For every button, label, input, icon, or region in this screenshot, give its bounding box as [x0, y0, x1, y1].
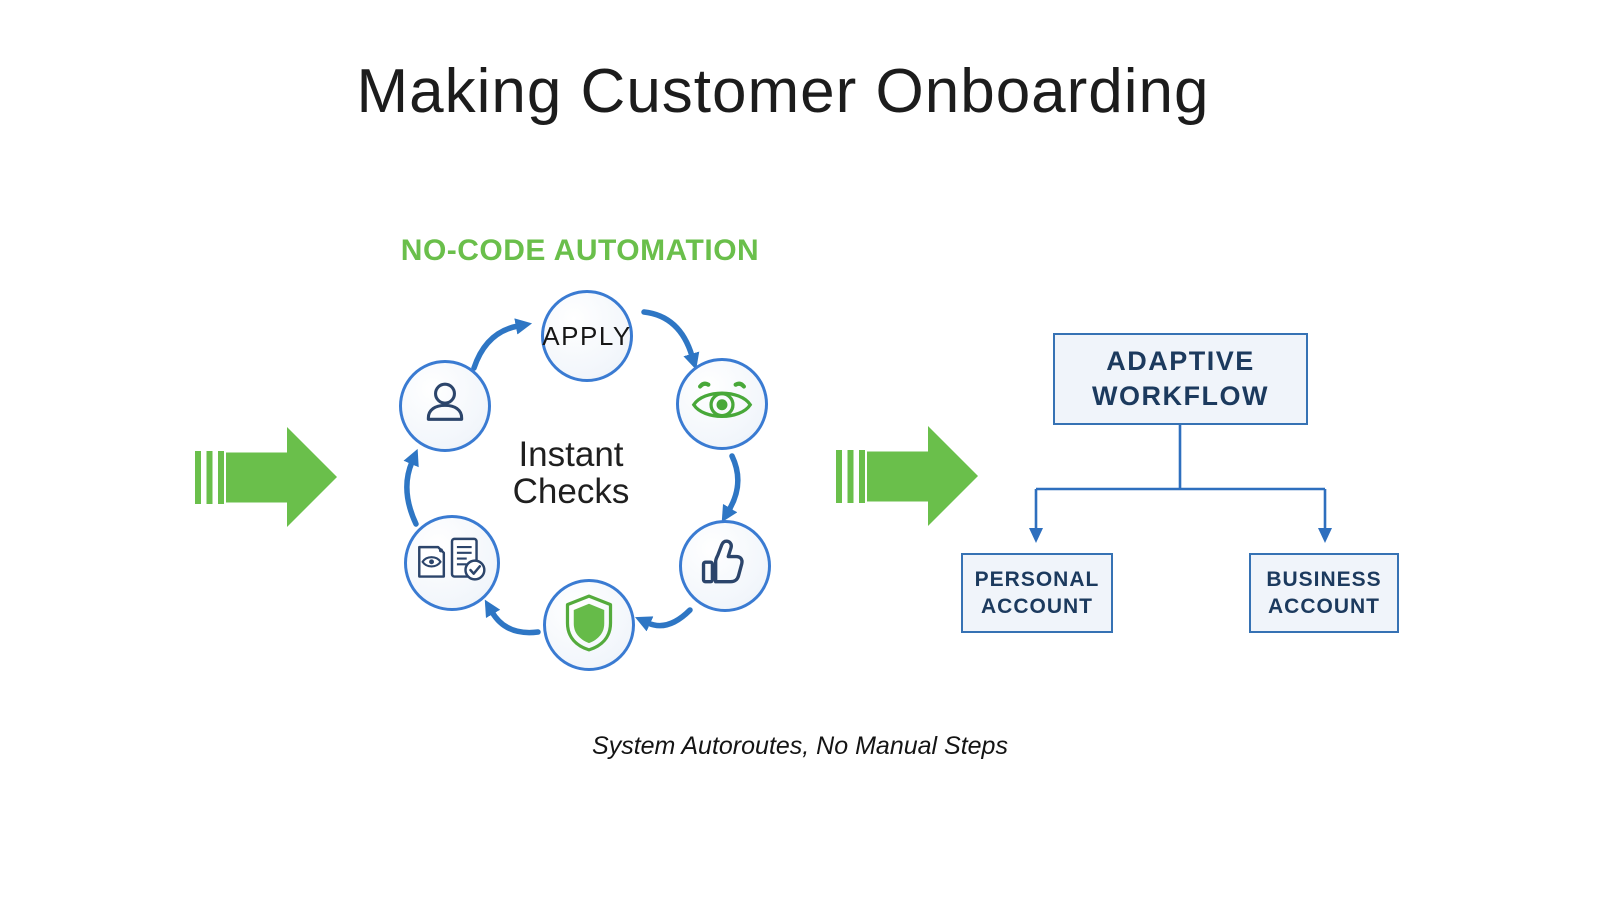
arrow-doc-to-person — [403, 448, 419, 527]
arrow-apply-to-eye — [641, 309, 700, 370]
personal-account-box: PERSONAL ACCOUNT — [961, 553, 1113, 633]
onboarding-cycle-diagram: APPLY — [370, 260, 800, 690]
arrow-person-to-apply — [471, 318, 533, 371]
cycle-arrows — [403, 309, 741, 636]
page-title: Making Customer Onboarding — [356, 57, 1210, 126]
arrow-thumb-to-shield — [634, 607, 693, 632]
cycle-title: NO-CODE AUTOMATION — [400, 234, 760, 267]
adaptive-workflow-box: ADAPTIVE WORKFLOW — [1053, 333, 1308, 425]
cycle-node-approve — [679, 520, 771, 612]
cycle-node-apply: APPLY — [541, 290, 633, 382]
cycle-node-protect — [543, 579, 635, 671]
cycle-node-applicant — [399, 360, 491, 452]
apply-label: APPLY — [542, 320, 632, 351]
tree-arrowhead-left — [1029, 528, 1043, 543]
person-icon — [418, 377, 472, 436]
cycle-center-label: Instant Checks — [512, 435, 630, 512]
business-account-box: BUSINESS ACCOUNT — [1249, 553, 1399, 633]
tree-arrowhead-right — [1318, 528, 1332, 543]
eye-icon — [691, 378, 753, 431]
arrow-eye-to-thumb — [721, 453, 741, 523]
flow-arrow-right-icon — [836, 426, 978, 526]
arrow-shield-to-doc — [484, 599, 541, 636]
shield-icon — [563, 593, 615, 658]
workflow-tree-connectors — [1029, 425, 1332, 543]
cycle-node-verify-documents — [404, 515, 500, 611]
document-check-icon — [416, 534, 488, 593]
thumbs-up-icon — [697, 536, 753, 597]
cycle-node-review — [676, 358, 768, 450]
flow-arrow-left-icon — [195, 427, 337, 527]
footer-caption: System Autoroutes, No Manual Steps — [592, 732, 1008, 760]
